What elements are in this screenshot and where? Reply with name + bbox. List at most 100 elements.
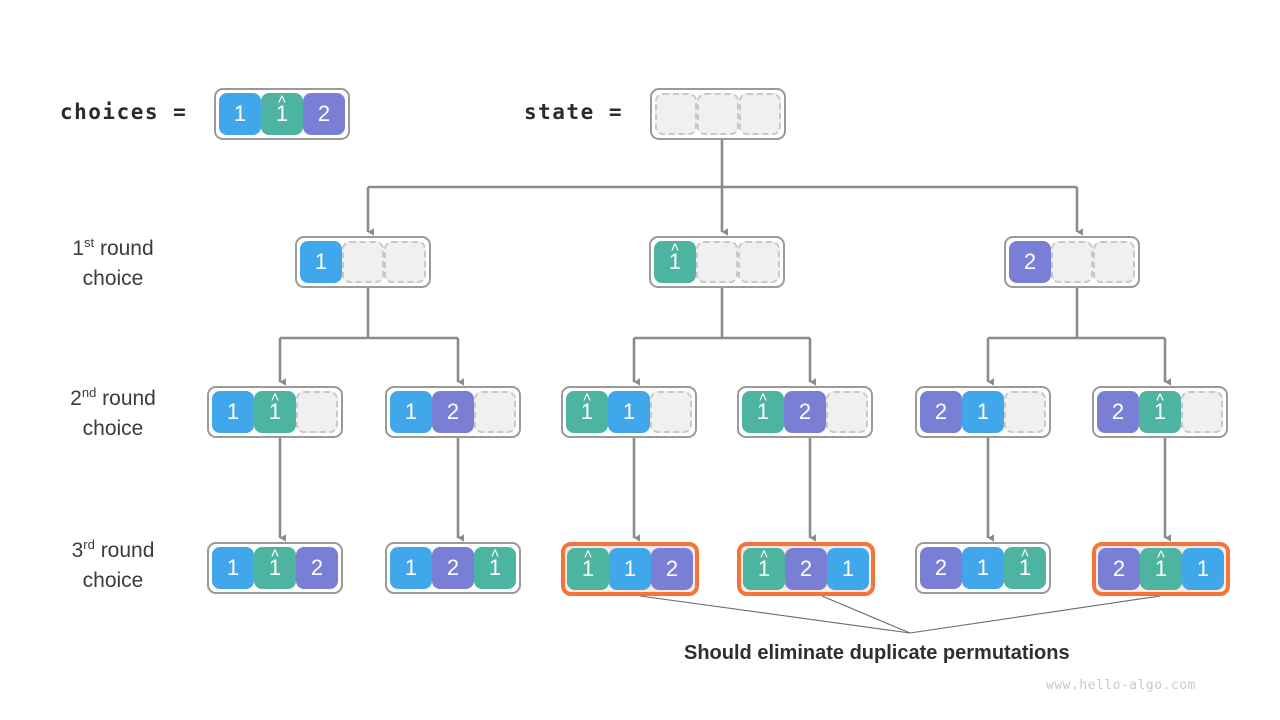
round2-node-6[interactable]: 2 ˄1 — [1092, 386, 1228, 438]
cell-value-duplicate: ˄1 — [742, 389, 784, 433]
round2-node-1[interactable]: 1˄1 — [207, 386, 343, 438]
hat-accent-icon: ˄1 — [275, 92, 289, 126]
cell-value-duplicate: ˄1 — [1139, 390, 1181, 433]
round-2-suffix: nd — [81, 385, 97, 400]
cell-value: 2 — [1098, 548, 1140, 590]
state-array — [650, 88, 786, 140]
cell-label: 1 — [841, 556, 855, 581]
cell-value-duplicate: ˄1 — [654, 240, 696, 283]
cell-label: 1 — [275, 101, 289, 126]
cell-label: 2 — [446, 399, 460, 424]
caret-icon: ˄ — [270, 389, 280, 406]
cell-label: 1 — [314, 249, 328, 274]
round-3-ordinal: 3 — [71, 539, 84, 562]
cell-empty — [1004, 391, 1046, 433]
cell-value: 1 — [219, 93, 261, 135]
caret-icon: ˄ — [759, 546, 769, 563]
cell-label: 2 — [1112, 556, 1126, 581]
cell-label: 2 — [934, 555, 948, 580]
cell-value-duplicate: ˄1 — [254, 390, 296, 433]
cell-label: 2 — [1111, 399, 1125, 424]
round-1-ordinal: 1 — [72, 237, 84, 260]
cell-value-duplicate: ˄1 — [254, 546, 296, 589]
cell-empty — [655, 93, 697, 135]
hat-accent-icon: ˄1 — [757, 547, 771, 581]
caption-text: Should eliminate duplicate permutations — [684, 642, 1070, 664]
cell-label: 1 — [268, 399, 282, 424]
caret-icon: ˄ — [277, 91, 287, 108]
cell-label: 2 — [798, 399, 812, 424]
cell-value-duplicate: ˄1 — [1140, 547, 1182, 590]
caret-icon: ˄ — [582, 389, 592, 406]
hat-accent-icon: ˄1 — [268, 390, 282, 424]
state-label: state = — [524, 100, 624, 124]
round-3-line2: choice — [82, 568, 144, 592]
cell-label: 1 — [581, 556, 595, 581]
caret-icon: ˄ — [670, 239, 680, 256]
round3-node-5[interactable]: 2 1˄1 — [915, 542, 1051, 594]
cell-value: 1 — [608, 391, 650, 433]
cell-value: 2 — [1097, 391, 1139, 433]
cell-label: 1 — [1154, 556, 1168, 581]
cell-label: 1 — [756, 399, 770, 424]
cell-label: 2 — [665, 556, 679, 581]
cell-value-duplicate: ˄1 — [261, 92, 303, 135]
choices-label: choices = — [60, 100, 188, 124]
cell-value: 2 — [651, 548, 693, 590]
cell-value-duplicate: ˄1 — [567, 547, 609, 590]
cell-label: 1 — [668, 249, 682, 274]
round2-node-4[interactable]: ˄1 2 — [737, 386, 873, 438]
round2-node-3[interactable]: ˄1 1 — [561, 386, 697, 438]
cell-value-duplicate: ˄1 — [743, 547, 785, 590]
cell-empty — [739, 93, 781, 135]
cell-value: 1 — [212, 391, 254, 433]
hat-accent-icon: ˄1 — [581, 390, 593, 423]
cell-label: 2 — [317, 101, 331, 126]
cell-empty — [738, 241, 780, 283]
cell-value: 2 — [432, 391, 474, 433]
round1-node-1[interactable]: 1 — [295, 236, 431, 288]
cell-label: 2 — [1023, 249, 1037, 274]
cell-label: 1 — [404, 555, 418, 580]
cell-value: 2 — [784, 391, 826, 433]
cell-label: 1 — [268, 555, 282, 580]
cell-value: 2 — [785, 548, 827, 590]
caret-icon: ˄ — [490, 545, 500, 562]
hat-accent-icon: ˄1 — [1018, 546, 1032, 580]
cell-empty — [296, 391, 338, 433]
hat-accent-icon: ˄1 — [668, 240, 682, 274]
cell-empty — [697, 93, 739, 135]
cell-value-duplicate: ˄1 — [566, 390, 608, 433]
round-2-ordinal: 2 — [70, 387, 82, 410]
round1-node-3[interactable]: 2 — [1004, 236, 1140, 288]
round-1-line2: choice — [82, 266, 144, 290]
hat-accent-icon: ˄1 — [268, 546, 282, 580]
caret-icon: ˄ — [758, 389, 768, 406]
cell-label: 2 — [934, 399, 948, 424]
cell-label: 1 — [1018, 555, 1032, 580]
cell-value: 1 — [300, 241, 342, 283]
round1-node-2[interactable]: ˄1 — [649, 236, 785, 288]
hat-accent-icon: ˄1 — [1154, 547, 1168, 581]
round-2-word: round — [96, 387, 156, 410]
cell-value: 1 — [962, 391, 1004, 433]
cell-value: 1 — [609, 548, 651, 590]
cell-label: 1 — [233, 101, 247, 126]
cell-empty — [696, 241, 738, 283]
cell-label: 1 — [623, 556, 637, 581]
cell-empty — [474, 391, 516, 433]
cell-value: 1 — [827, 548, 869, 590]
cell-label: 1 — [757, 556, 771, 581]
cell-empty — [1051, 241, 1093, 283]
round-3-suffix: rd — [83, 537, 95, 552]
round-1-word: round — [94, 237, 154, 260]
